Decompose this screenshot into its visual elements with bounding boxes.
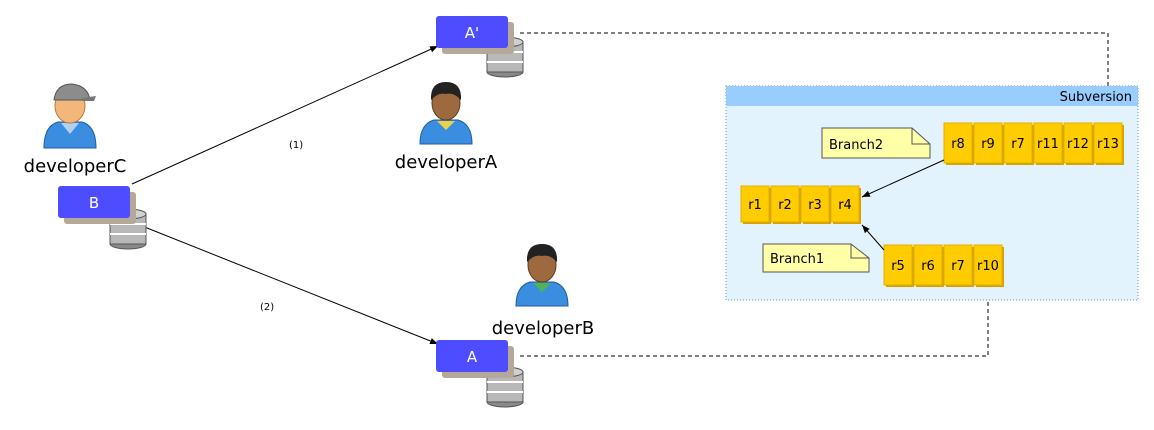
- branch1-note: Branch1: [762, 243, 870, 273]
- edge-label-2: (2): [260, 302, 274, 313]
- edge-b-to-a: [131, 221, 439, 345]
- revision-r2: r2: [770, 185, 801, 224]
- svg-text:Branch2: Branch2: [829, 138, 883, 153]
- svg-text:Branch1: Branch1: [770, 252, 824, 267]
- svg-text:r7: r7: [1011, 137, 1025, 152]
- svg-text:r2: r2: [778, 198, 792, 213]
- revision-r1: r1: [740, 185, 771, 224]
- svg-text:r5: r5: [891, 259, 905, 274]
- branch1-revisions: r5 r6 r7 r10: [883, 244, 1004, 287]
- svg-text:r4: r4: [838, 198, 852, 213]
- repo-a: A: [436, 340, 524, 408]
- svg-text:r9: r9: [981, 137, 995, 152]
- revision-r8: r8: [943, 122, 974, 165]
- revision-r5: r5: [883, 244, 914, 287]
- svg-text:r1: r1: [748, 198, 762, 213]
- developer-b: developerB: [492, 244, 595, 339]
- person-icon: [419, 82, 473, 145]
- svg-text:r7: r7: [951, 259, 965, 274]
- developer-c: developerC: [24, 83, 127, 177]
- revision-r9: r9: [973, 122, 1004, 165]
- svg-text:r12: r12: [1067, 137, 1089, 152]
- developer-a: developerA: [395, 82, 498, 173]
- revision-r11: r11: [1033, 122, 1064, 165]
- repo-b: B: [58, 186, 147, 250]
- person-icon: [515, 244, 569, 307]
- developer-b-label: developerB: [492, 318, 595, 339]
- svg-text:r11: r11: [1037, 137, 1059, 152]
- revision-r10: r10: [973, 244, 1004, 287]
- repo-b-label: B: [89, 194, 99, 212]
- revision-r12: r12: [1063, 122, 1094, 165]
- edge-b-to-a-prime: [131, 45, 439, 185]
- svg-text:r13: r13: [1097, 137, 1119, 152]
- svg-text:r10: r10: [977, 259, 999, 274]
- developer-c-label: developerC: [24, 156, 127, 177]
- revision-r6: r6: [913, 244, 944, 287]
- dashed-link-a-to-r10: [520, 287, 989, 357]
- branch2-note: Branch2: [821, 127, 931, 159]
- branch1-to-trunk-arrow: [861, 224, 885, 251]
- trunk-revisions: r1 r2 r3 r4: [740, 185, 861, 224]
- svg-text:r6: r6: [921, 259, 935, 274]
- branch2-to-trunk-arrow: [861, 159, 945, 198]
- branch2-revisions: r8 r9 r7 r11 r12 r13: [943, 122, 1124, 165]
- revision-r4: r4: [830, 185, 861, 224]
- revision-r13: r13: [1093, 122, 1124, 165]
- revision-r7-branch2: r7: [1003, 122, 1034, 165]
- svg-text:r8: r8: [951, 137, 965, 152]
- subversion-title: Subversion: [1060, 90, 1132, 105]
- edge-label-1: (1): [289, 140, 303, 151]
- developer-a-label: developerA: [395, 152, 498, 173]
- repo-a-prime-label: A': [465, 24, 479, 42]
- person-icon: [43, 83, 97, 149]
- repo-a-prime: A': [436, 16, 524, 78]
- revision-r7-branch1: r7: [943, 244, 974, 287]
- svg-text:r3: r3: [808, 198, 822, 213]
- revision-r3: r3: [800, 185, 831, 224]
- repo-a-label: A: [467, 348, 478, 366]
